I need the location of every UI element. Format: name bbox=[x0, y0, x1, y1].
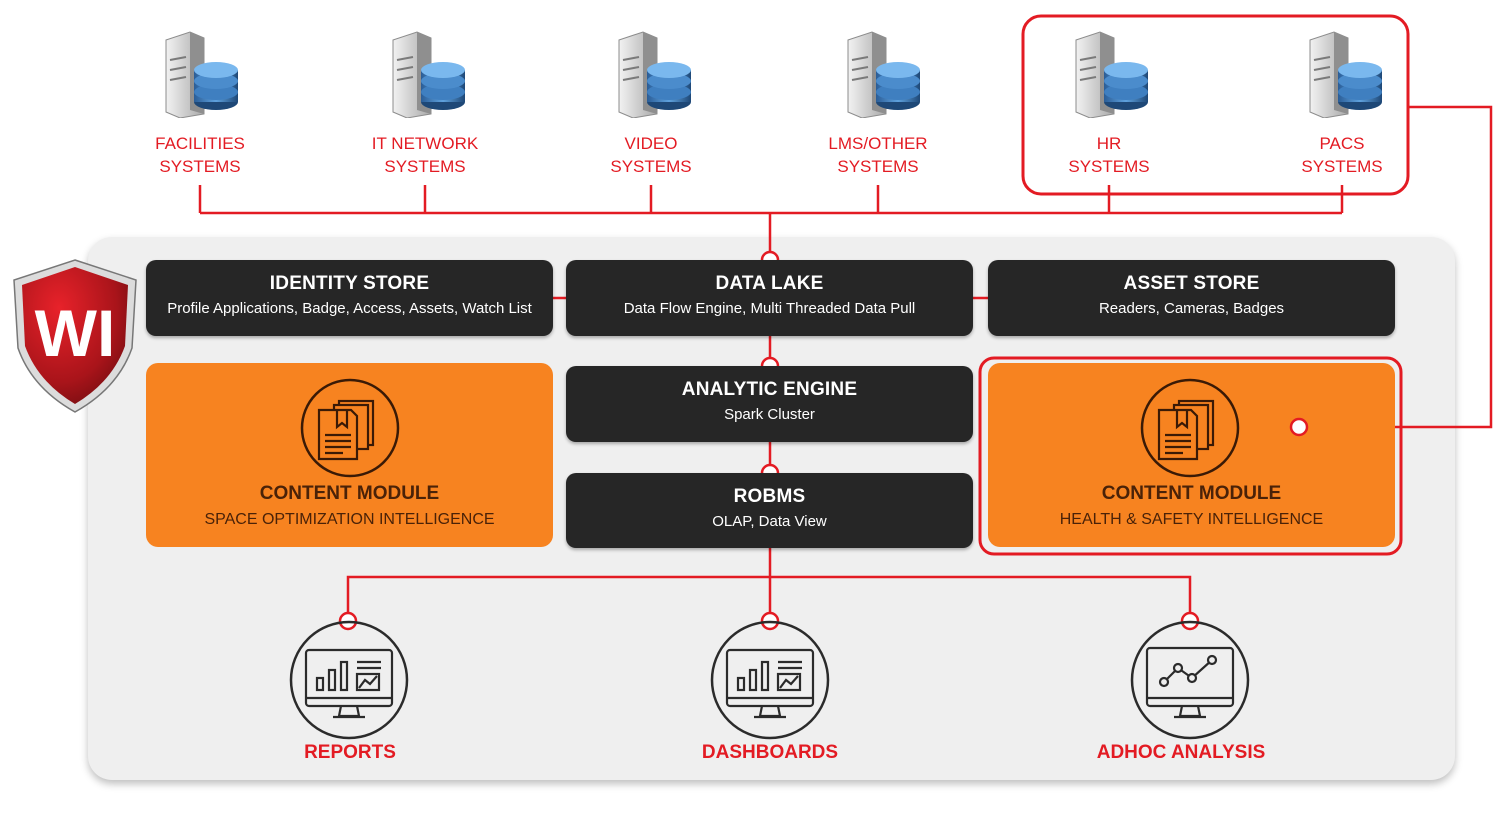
robms-box: ROBMS OLAP, Data View bbox=[566, 473, 973, 548]
data-lake-title: DATA LAKE bbox=[715, 273, 824, 294]
content-module-right: CONTENT MODULE HEALTH & SAFETY INTELLIGE… bbox=[988, 363, 1395, 547]
server-database-icon bbox=[1304, 30, 1384, 123]
server-database-icon bbox=[160, 30, 240, 123]
monitor-line-chart-icon bbox=[1130, 620, 1250, 740]
data-lake-subtitle: Data Flow Engine, Multi Threaded Data Pu… bbox=[623, 300, 916, 317]
dashboards-label: DASHBOARDS bbox=[701, 742, 839, 763]
robms-subtitle: OLAP, Data View bbox=[712, 513, 827, 530]
asset-store-subtitle: Readers, Cameras, Badges bbox=[1098, 300, 1285, 317]
source-label-pacs: PACS SYSTEMS bbox=[1242, 132, 1442, 178]
source-label-line: SYSTEMS bbox=[837, 157, 919, 176]
source-label-line: SYSTEMS bbox=[384, 157, 466, 176]
adhoc-analysis-label: ADHOC ANALYSIS bbox=[1096, 742, 1266, 763]
content-module-right-title: CONTENT MODULE bbox=[1101, 483, 1282, 504]
identity-store-title: IDENTITY STORE bbox=[269, 273, 430, 294]
source-label-facilities: FACILITIES SYSTEMS bbox=[100, 132, 300, 178]
source-label-video: VIDEO SYSTEMS bbox=[551, 132, 751, 178]
server-database-icon bbox=[1070, 30, 1150, 123]
source-label-hr: HR SYSTEMS bbox=[1009, 132, 1209, 178]
identity-store-subtitle: Profile Applications, Badge, Access, Ass… bbox=[167, 300, 532, 317]
asset-store-box: ASSET STORE Readers, Cameras, Badges bbox=[988, 260, 1395, 336]
analytic-engine-box: ANALYTIC ENGINE Spark Cluster bbox=[566, 366, 973, 442]
source-label-line: SYSTEMS bbox=[159, 157, 241, 176]
source-label-line: LMS/OTHER bbox=[828, 134, 928, 153]
source-label-line: SYSTEMS bbox=[1068, 157, 1150, 176]
analytic-engine-title: ANALYTIC ENGINE bbox=[681, 379, 858, 400]
documents-icon bbox=[1140, 378, 1240, 478]
source-label-line: SYSTEMS bbox=[1301, 157, 1383, 176]
source-label-line: FACILITIES bbox=[155, 134, 245, 153]
robms-title: ROBMS bbox=[733, 486, 806, 507]
server-database-icon bbox=[387, 30, 467, 123]
identity-store-box: IDENTITY STORE Profile Applications, Bad… bbox=[146, 260, 553, 336]
data-lake-box: DATA LAKE Data Flow Engine, Multi Thread… bbox=[566, 260, 973, 336]
source-label-line: SYSTEMS bbox=[610, 157, 692, 176]
documents-icon bbox=[300, 378, 400, 478]
source-label-line: PACS bbox=[1319, 134, 1365, 153]
logo-text: WI bbox=[35, 296, 116, 370]
source-label-line: IT NETWORK bbox=[371, 134, 479, 153]
content-module-left: CONTENT MODULE SPACE OPTIMIZATION INTELL… bbox=[146, 363, 553, 547]
source-label-line: HR bbox=[1096, 134, 1122, 153]
server-database-icon bbox=[842, 30, 922, 123]
source-label-line: VIDEO bbox=[624, 134, 678, 153]
analytic-engine-subtitle: Spark Cluster bbox=[724, 406, 815, 423]
content-module-left-subtitle: SPACE OPTIMIZATION INTELLIGENCE bbox=[204, 511, 495, 528]
source-label-it-network: IT NETWORK SYSTEMS bbox=[325, 132, 525, 178]
monitor-bar-chart-icon bbox=[710, 620, 830, 740]
reports-label: REPORTS bbox=[304, 742, 396, 763]
connection-dot bbox=[1289, 417, 1309, 437]
content-module-right-subtitle: HEALTH & SAFETY INTELLIGENCE bbox=[1059, 511, 1324, 528]
content-module-left-title: CONTENT MODULE bbox=[259, 483, 440, 504]
server-database-icon bbox=[613, 30, 693, 123]
monitor-bar-chart-icon bbox=[289, 620, 409, 740]
source-label-lms-other: LMS/OTHER SYSTEMS bbox=[778, 132, 978, 178]
shield-logo: WI bbox=[8, 258, 142, 419]
asset-store-title: ASSET STORE bbox=[1123, 273, 1260, 294]
